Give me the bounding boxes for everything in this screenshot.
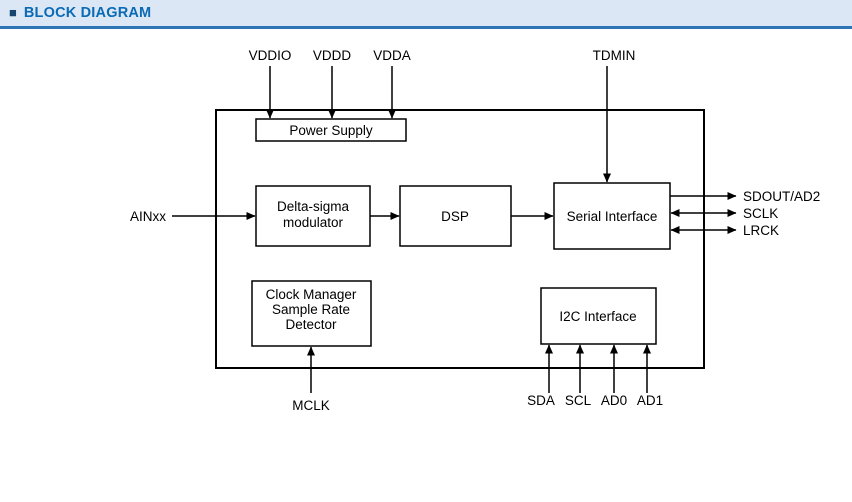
- pin-label-sda: SDA: [527, 393, 555, 408]
- pin-label-vddio: VDDIO: [249, 48, 292, 63]
- block-label-dsp: DSP: [441, 209, 469, 224]
- block-label-delta-sigma-line1: Delta-sigma: [277, 199, 350, 214]
- i2c-interface-box: [540, 287, 657, 345]
- pin-label-ad0: AD0: [601, 393, 627, 408]
- block-label-clock-manager-line1: Clock Manager: [266, 287, 357, 302]
- delta-sigma-modulator-box: [255, 185, 371, 247]
- pin-label-vddd: VDDD: [313, 48, 352, 63]
- pin-label-vdda: VDDA: [373, 48, 411, 63]
- block-label-delta-sigma-line2: modulator: [283, 215, 344, 230]
- block-label-clock-manager-line3: Detector: [285, 317, 337, 332]
- pin-label-sdout-ad2: SDOUT/AD2: [743, 189, 820, 204]
- pin-label-ad1: AD1: [637, 393, 663, 408]
- pin-label-sclk: SCLK: [743, 206, 778, 221]
- clock-manager-box: [251, 280, 372, 347]
- pin-label-mclk: MCLK: [292, 398, 330, 413]
- chip-boundary-box: [215, 109, 705, 369]
- block-label-serial-interface: Serial Interface: [567, 209, 658, 224]
- pin-label-lrck: LRCK: [743, 223, 779, 238]
- block-diagram-canvas: VDDIO VDDD VDDA TDMIN AINxx SDOUT/AD2 SC…: [130, 48, 820, 413]
- pin-label-tdmin: TDMIN: [593, 48, 636, 63]
- block-label-i2c-interface: I2C Interface: [559, 309, 636, 324]
- pin-label-ainxx: AINxx: [130, 209, 166, 224]
- block-label-clock-manager-line2: Sample Rate: [272, 302, 350, 317]
- power-supply-box: [255, 118, 407, 142]
- serial-interface-box: [553, 182, 671, 250]
- section-title: BLOCK DIAGRAM: [23, 5, 152, 21]
- pin-label-scl: SCL: [565, 393, 592, 408]
- dsp-box: [399, 185, 512, 247]
- section-bullet-icon: ■: [9, 4, 17, 20]
- section-header: ■ BLOCK DIAGRAM: [0, 0, 852, 29]
- block-label-power-supply: Power Supply: [289, 123, 373, 138]
